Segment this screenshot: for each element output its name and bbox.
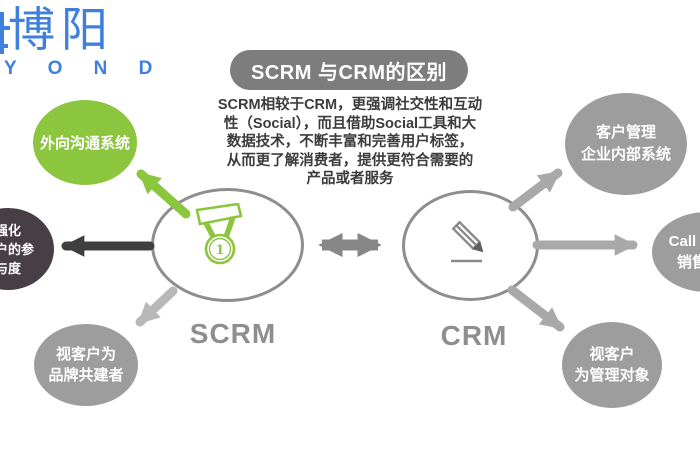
logo-partial-glyph <box>0 44 8 48</box>
satellite-text: Call center 销售管理 <box>668 233 700 271</box>
arrow-crm-to-internal-management <box>508 168 563 212</box>
medal-rank-number: 1 <box>215 243 224 258</box>
logo-latin: Y O N D <box>4 58 166 79</box>
satellite-brand-cobuilders: 视客户为 品牌共建者 <box>34 324 138 406</box>
description-text: SCRM相较于CRM，更强调社交性和互动 性（Social），而且借助Socia… <box>217 97 483 187</box>
crm-label: CRM <box>440 320 508 351</box>
satellite-text: 客户管理 企业内部系统 <box>580 124 671 163</box>
page-title: SCRM 与CRM的区别 <box>230 50 468 90</box>
satellite-outward-communication: 外向沟通系统 <box>33 100 137 185</box>
arrow-scrm-to-brand-cobuilders <box>135 286 178 327</box>
satellite-managed-objects: 视客户 为管理对象 <box>562 322 662 408</box>
satellite-internal-management: 客户管理 企业内部系统 <box>565 93 687 195</box>
arrow-scrm-to-outward-communication <box>136 169 191 219</box>
logo-chinese: 博阳 <box>8 3 114 56</box>
satellite-text: 强化 客户的参 与度 <box>0 222 34 276</box>
scrm-label: SCRM <box>189 318 277 349</box>
satellite-text: 视客户 为管理对象 <box>574 346 650 384</box>
page-title-text: SCRM 与CRM的区别 <box>251 61 447 84</box>
satellite-text: 外向沟通系统 <box>39 135 130 152</box>
satellite-text: 视客户为 品牌共建者 <box>48 346 124 384</box>
logo-partial-glyph <box>0 12 4 54</box>
logo-partial-glyph <box>0 26 10 30</box>
medal-first-place-icon: 1 <box>195 203 243 265</box>
arrow-crm-to-managed-objects <box>507 285 565 332</box>
pencil-icon <box>451 220 484 263</box>
